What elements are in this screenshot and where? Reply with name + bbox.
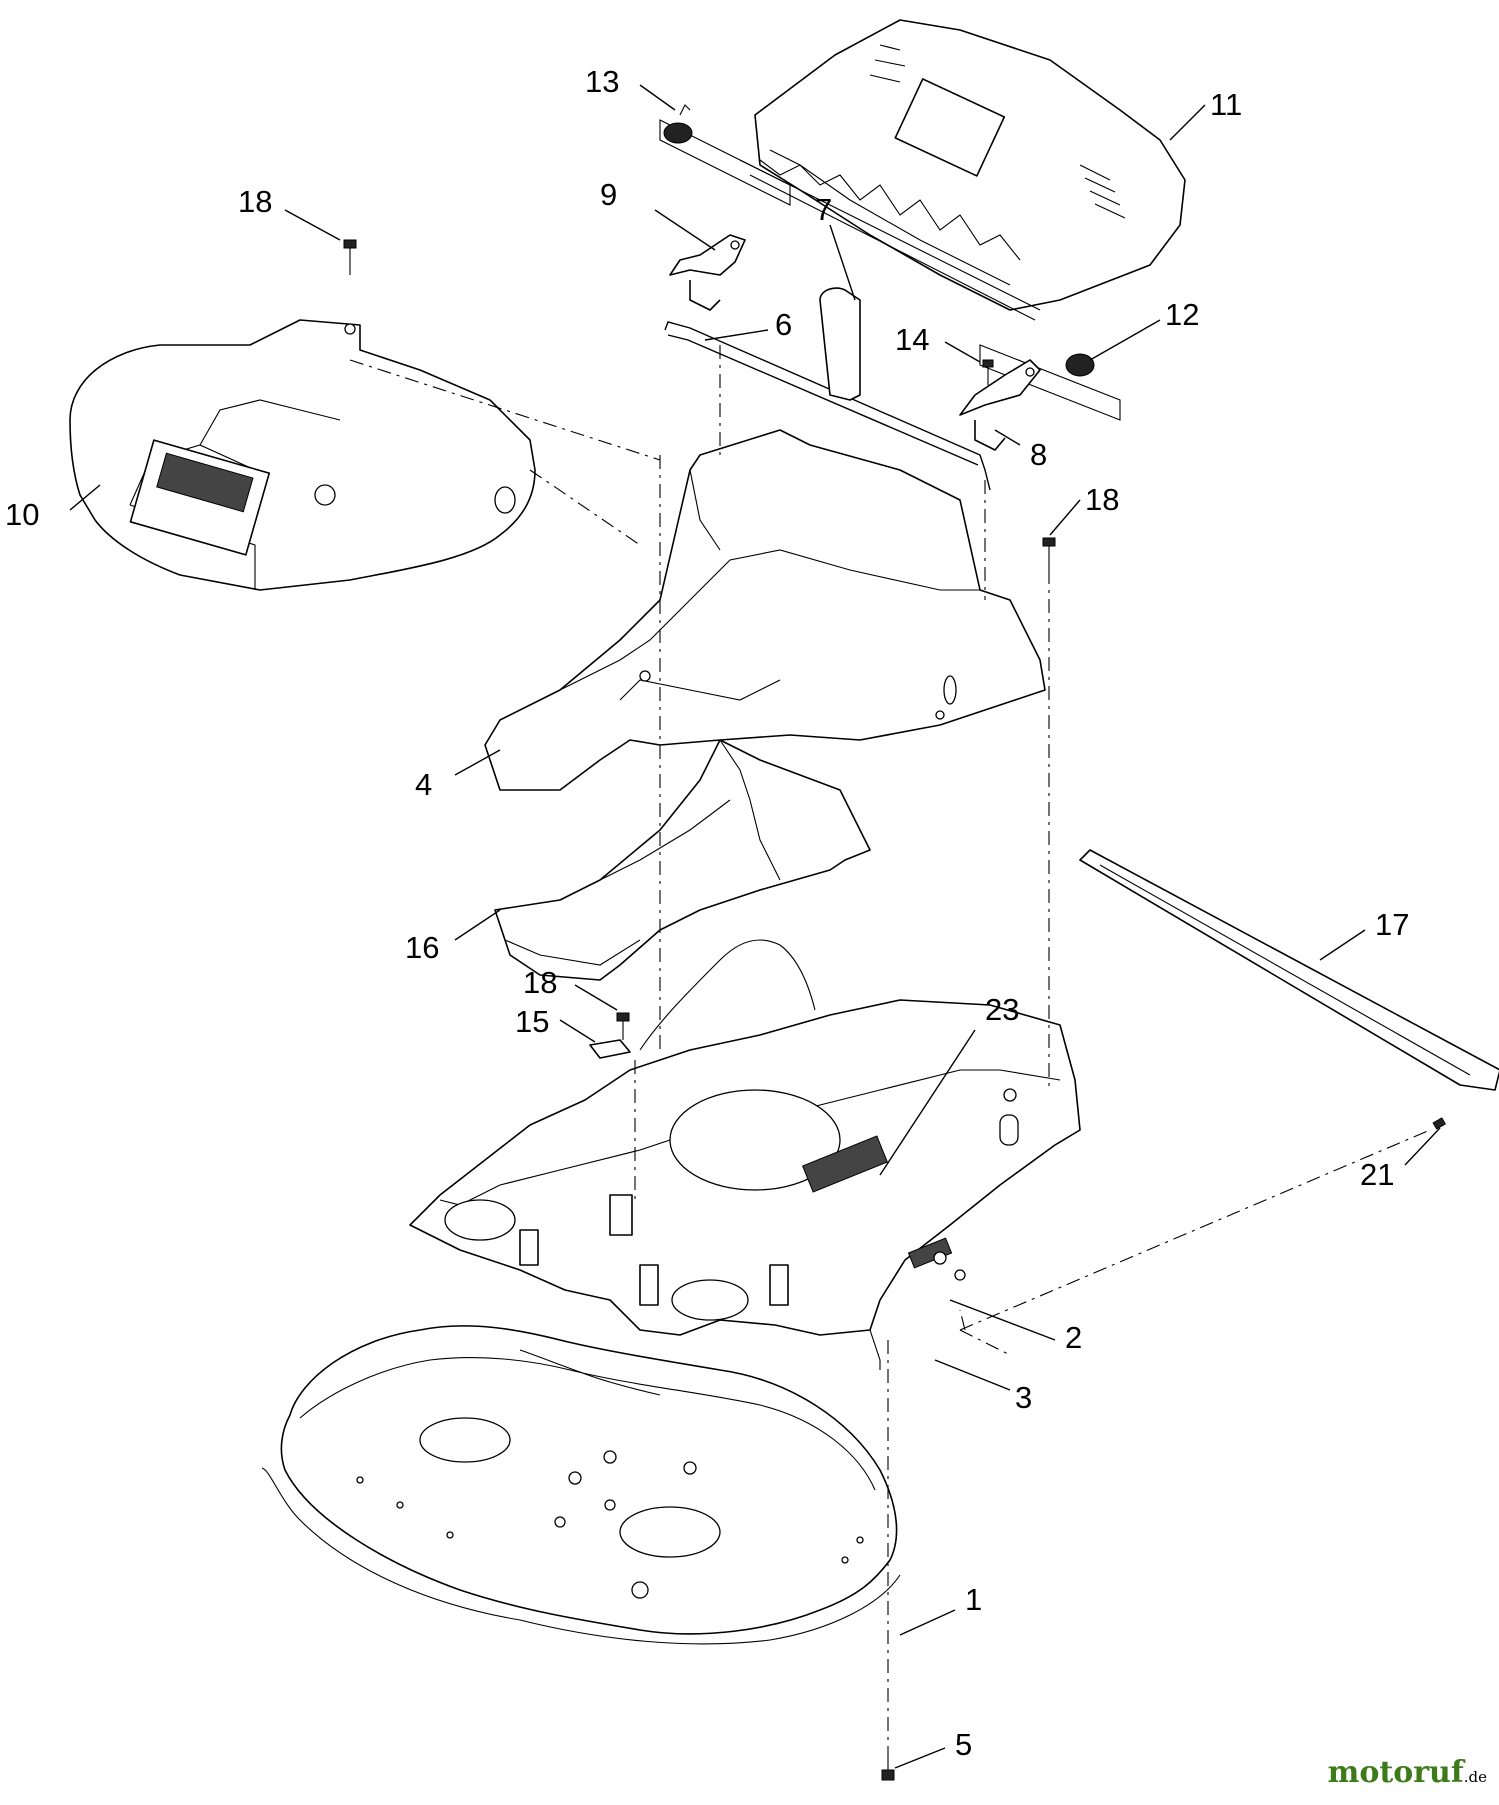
callout-5: 5 (955, 1727, 972, 1762)
callout-9: 9 (600, 177, 617, 212)
callout-6: 6 (775, 307, 792, 342)
callout-17: 17 (1375, 907, 1409, 942)
part-5-bolt (881, 1769, 895, 1781)
part-1-deck-pan (261, 1325, 901, 1645)
callout-15: 15 (515, 1004, 549, 1039)
callout-2: 2 (1065, 1320, 1082, 1355)
callout-3: 3 (1015, 1380, 1032, 1415)
part-18-bolt-top-left (343, 239, 357, 249)
part-10-belt-cover (69, 319, 536, 591)
callout-21: 21 (1360, 1157, 1394, 1192)
callout-leaders (69, 84, 1441, 1769)
part-18-bolt-lower (616, 1012, 630, 1022)
callout-labels: 1 2 3 4 5 6 7 8 9 10 11 12 13 14 15 16 1… (5, 64, 1409, 1762)
callout-23: 23 (985, 992, 1019, 1027)
part-9-hinge-bracket (669, 234, 746, 311)
callout-14: 14 (895, 322, 929, 357)
part-18-bolt-right (1042, 537, 1056, 547)
callout-18-lower: 18 (523, 965, 557, 1000)
part-3-deck-housing (409, 939, 1081, 1370)
callout-18-top-left: 18 (238, 184, 272, 219)
callout-8: 8 (1030, 437, 1047, 472)
callout-12: 12 (1165, 297, 1199, 332)
part-4-cover-housing (484, 429, 1046, 791)
watermark-logo: motoruf.de (1328, 1755, 1487, 1790)
part-17-trim-strip (1079, 849, 1499, 1091)
callout-7: 7 (815, 192, 832, 227)
part-12-torsion-spring (979, 344, 1121, 421)
callout-10: 10 (5, 497, 39, 532)
part-8-hinge-bracket (959, 359, 1041, 451)
part-7-latch-handle (819, 287, 861, 401)
callout-18-right: 18 (1085, 482, 1119, 517)
part-16-chute-channel (494, 739, 871, 981)
part-14-bolt (982, 359, 994, 368)
watermark-suffix: .de (1463, 1768, 1487, 1786)
callout-4: 4 (415, 767, 432, 802)
callout-16: 16 (405, 930, 439, 965)
callout-1: 1 (965, 1582, 982, 1617)
callout-13: 13 (585, 64, 619, 99)
watermark-brand: motoruf (1327, 1755, 1464, 1790)
fasteners (343, 239, 1447, 1781)
part-21-screw (1432, 1117, 1447, 1130)
part-15-clip (589, 1039, 631, 1059)
assembly-centerlines (349, 345, 1431, 1750)
part-13-torsion-spring (659, 104, 791, 206)
callout-11: 11 (1210, 87, 1242, 122)
part-11-chute-lid (739, 19, 1186, 321)
